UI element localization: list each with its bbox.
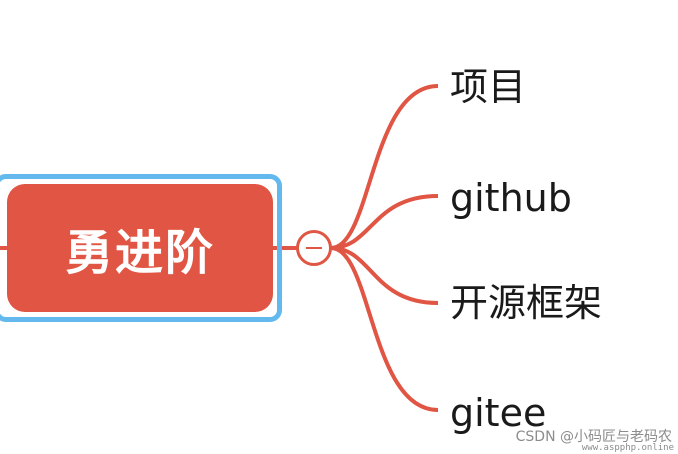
central-topic-label: 勇进阶 bbox=[64, 225, 215, 281]
watermark: CSDN @小码匠与老码农 bbox=[515, 429, 672, 445]
branch-line-1 bbox=[330, 84, 439, 250]
collapse-button[interactable] bbox=[296, 230, 332, 266]
selection-frame bbox=[0, 174, 282, 322]
watermark-site: www.aspphp.online bbox=[581, 443, 674, 453]
central-topic[interactable]: 勇进阶 bbox=[7, 184, 273, 312]
branch-line-2 bbox=[330, 194, 439, 250]
branch-line-4 bbox=[330, 246, 439, 412]
branch-topic-4[interactable]: gitee bbox=[450, 391, 547, 435]
branch-topic-1[interactable]: 项目 bbox=[450, 65, 527, 109]
branch-line-3 bbox=[330, 246, 439, 305]
branch-topic-2[interactable]: github bbox=[450, 176, 572, 220]
branch-topic-3[interactable]: 开源框架 bbox=[450, 281, 603, 325]
minus-icon bbox=[306, 247, 322, 249]
